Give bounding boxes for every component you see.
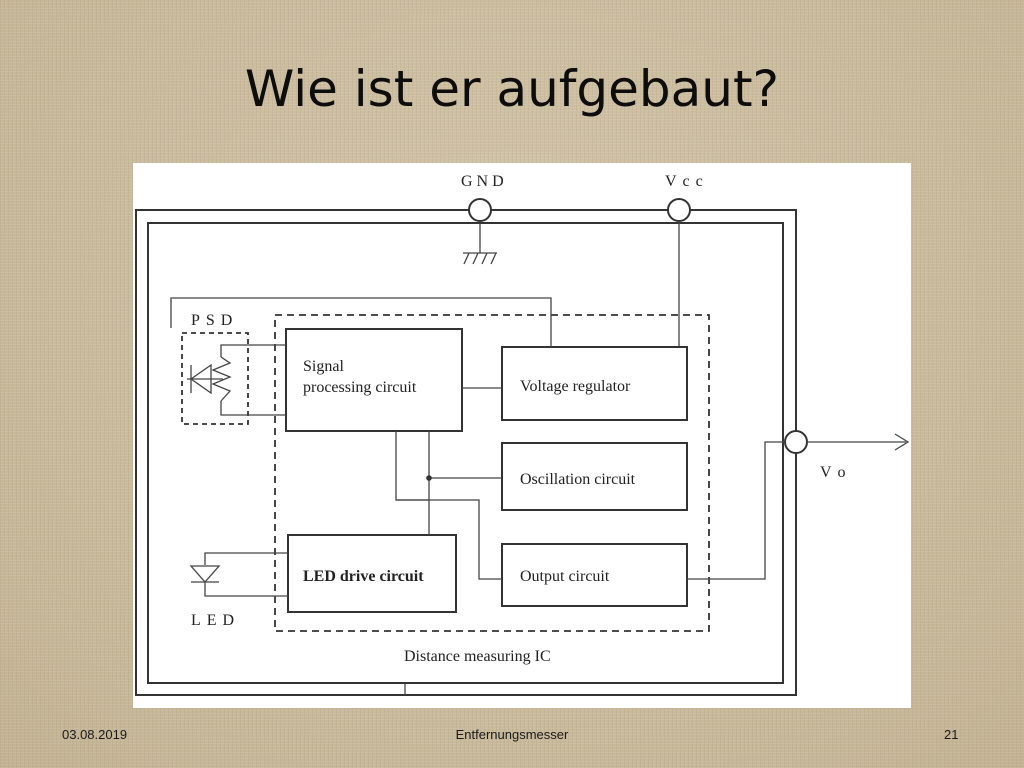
ic-label: Distance measuring IC (404, 648, 551, 665)
interconnect-wires (170, 297, 785, 580)
vo-label: Vo (820, 464, 854, 481)
vo-pin-icon (784, 430, 808, 454)
voltage-regulator-block (501, 346, 688, 421)
signal-processing-label-2: processing circuit (303, 379, 417, 396)
led-icon (189, 552, 288, 597)
footer-date: 03.08.2019 (62, 727, 128, 742)
oscillation-label: Oscillation circuit (520, 471, 636, 488)
psd-boundary (181, 332, 249, 425)
psd-label: PSD (191, 312, 238, 329)
voltage-regulator-label: Voltage regulator (520, 378, 631, 395)
inner-frame (147, 222, 784, 684)
gnd-label: GND (461, 173, 508, 190)
signal-processing-label-1: Signal (303, 358, 344, 375)
oscillation-block (501, 442, 688, 511)
led-label: LED (191, 612, 240, 629)
ic-boundary (274, 314, 710, 632)
footer-page-number: 21 (944, 727, 959, 742)
vcc-pin-icon (667, 198, 691, 222)
output-label: Output circuit (520, 568, 610, 585)
output-block (501, 543, 688, 607)
vcc-label: Vcc (665, 173, 709, 190)
slide-title: Wie ist er aufgebaut? (244, 60, 780, 118)
led-drive-label: LED drive circuit (303, 568, 424, 585)
ground-symbol-icon (463, 252, 497, 265)
psd-sensor-icon (187, 344, 286, 416)
signal-processing-block (285, 328, 463, 432)
footer-title: Entfernungsmesser (455, 727, 569, 742)
led-drive-block (287, 534, 457, 613)
block-diagram: GND Vcc Vo Signal processing circuit Vol… (133, 163, 911, 708)
junction-dot (426, 475, 432, 481)
vo-arrow-head-icon (894, 433, 910, 451)
block-diagram-svg: GND Vcc Vo Signal processing circuit Vol… (135, 173, 910, 696)
gnd-pin-icon (468, 198, 492, 222)
